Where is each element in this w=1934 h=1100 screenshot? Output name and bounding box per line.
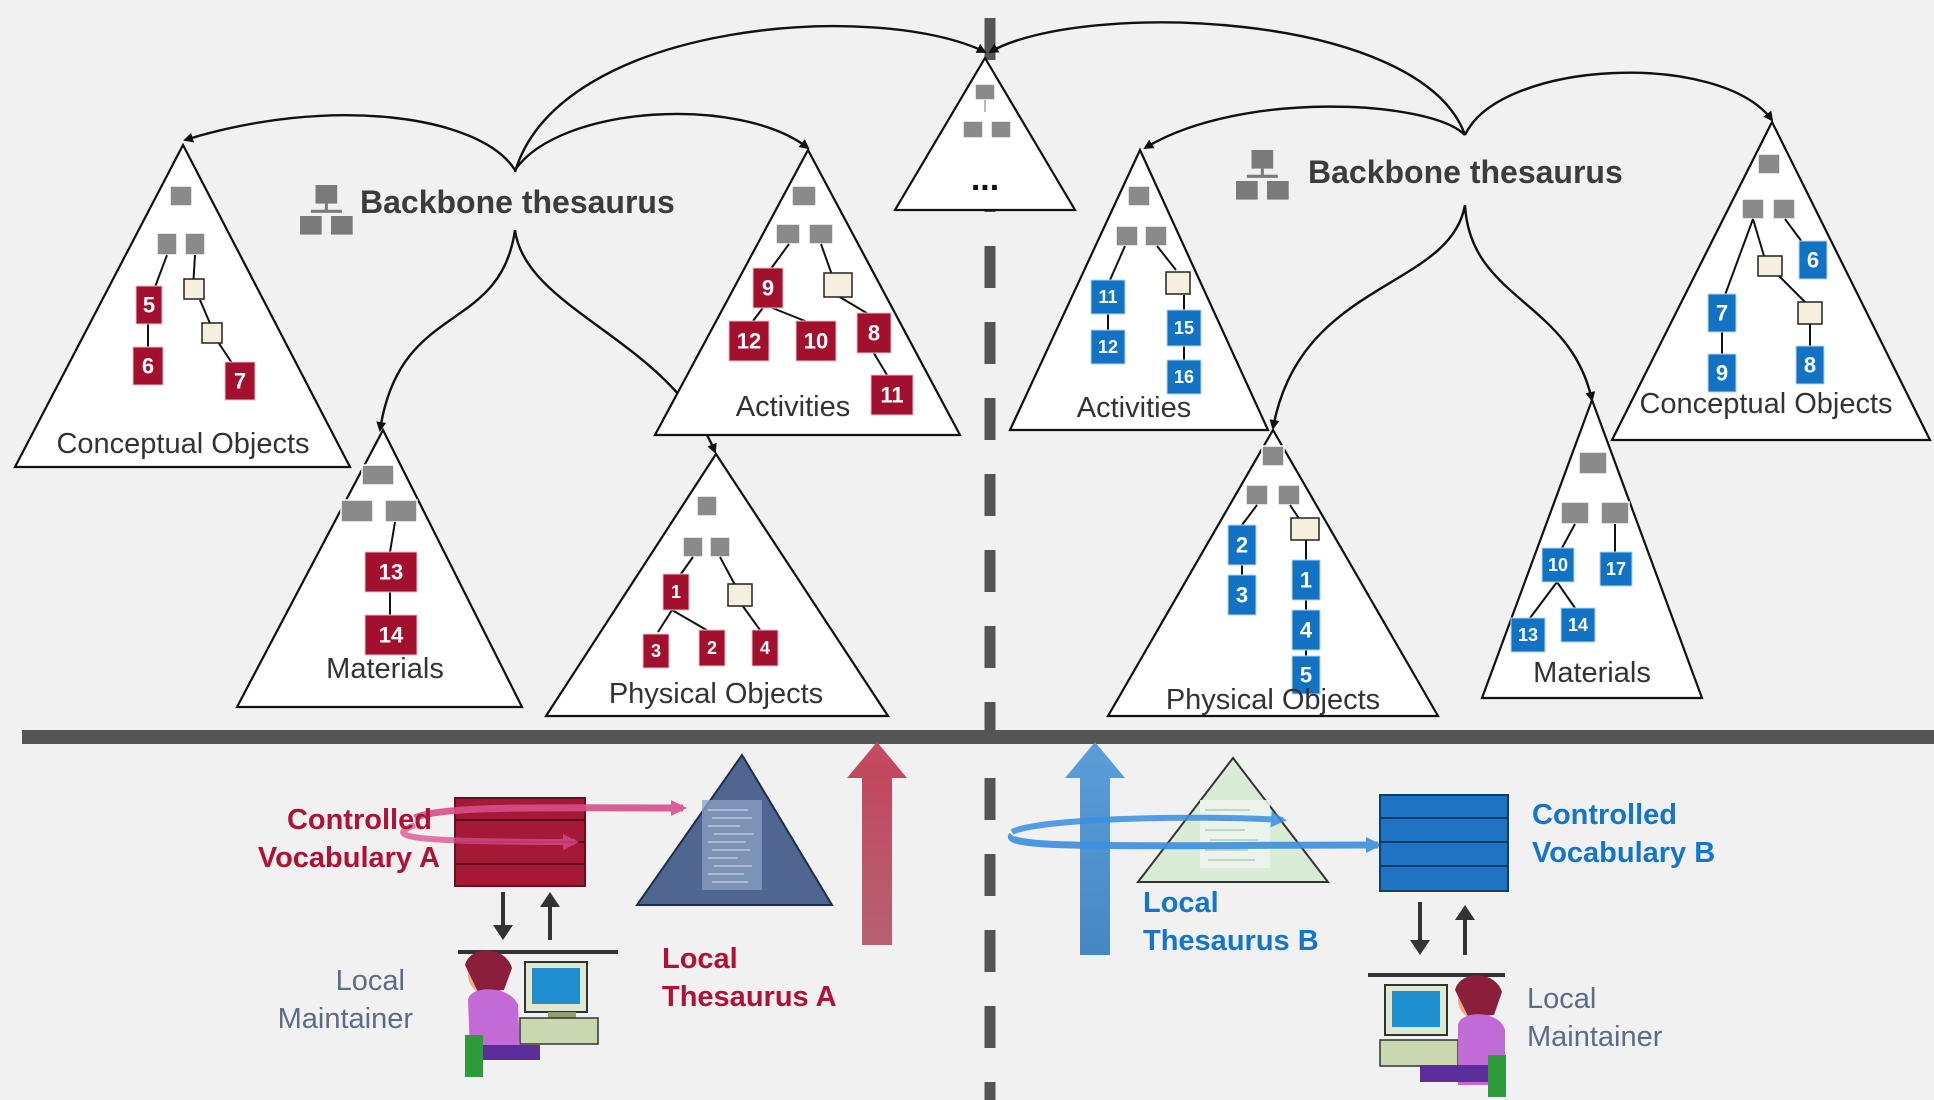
local-thesaurus-a-label: Local Thesaurus A: [662, 943, 837, 1013]
node-label: 7: [234, 369, 246, 394]
label-line-2: Vocabulary B: [1532, 837, 1715, 869]
left-conceptual-objects-triangle: 5 6 7 Conceptual Objects: [13, 142, 352, 469]
node-label: 1: [671, 582, 681, 602]
node-label: 10: [1548, 555, 1568, 575]
left-activities-triangle: 9 12 10 8 11 Activities: [653, 147, 962, 437]
computer-user-icon: [1379, 975, 1506, 1097]
pink-arrow: [400, 822, 579, 850]
controlled-vocabulary-b-box: [1379, 794, 1509, 892]
node-label: 13: [379, 560, 403, 585]
node-label: 12: [1098, 337, 1118, 357]
node-label: 2: [707, 638, 717, 658]
label-line-2: Thesaurus A: [662, 981, 837, 1013]
node-label: 12: [737, 329, 761, 354]
triangle-label: Activities: [1077, 392, 1191, 424]
local-thesaurus-b-text: Local: [1143, 887, 1219, 919]
left-backbone-title-group: Backbone thesaurus: [298, 183, 675, 237]
pink-arrow: [413, 799, 687, 822]
computer-user-icon: [465, 950, 599, 1077]
controlled-vocabulary-b-text: Controlled: [1532, 799, 1677, 831]
right-materials-triangle: 10 17 13 14 Materials: [1480, 396, 1704, 700]
node-label: 15: [1174, 318, 1194, 338]
right-activities-triangle: 11 12 15 16 Activities: [1008, 147, 1270, 432]
node-label: 11: [880, 383, 903, 408]
node-label: 4: [1300, 618, 1313, 643]
down-arrow-icon: [493, 892, 513, 940]
node-label: 3: [651, 641, 661, 661]
left-physical-objects-triangle: 1 3 2 4 Physical Objects: [543, 451, 891, 718]
label-line-2: Maintainer: [278, 1003, 414, 1035]
node-label: 4: [760, 638, 770, 658]
up-arrow-icon: [540, 892, 560, 940]
node-label: 5: [1300, 663, 1312, 688]
node-label: 10: [804, 329, 828, 354]
node-label: 11: [1098, 287, 1117, 307]
right-backbone-title: Backbone thesaurus: [1308, 154, 1623, 190]
triangle-label: Materials: [1533, 657, 1651, 689]
controlled-vocabulary-a-label: Controlled Vocabulary A: [258, 804, 440, 874]
node-label: 9: [762, 276, 774, 301]
triangle-label: Conceptual Objects: [56, 428, 309, 460]
node-label: 14: [379, 623, 404, 648]
up-arrow-icon: [1065, 742, 1125, 955]
node-label: 5: [143, 293, 155, 318]
node-label: 14: [1568, 615, 1588, 635]
node-label: 3: [1236, 583, 1248, 608]
triangle-label: Conceptual Objects: [1639, 388, 1892, 420]
node-label: 17: [1606, 559, 1626, 579]
local-thesaurus-b-label: Local Thesaurus B: [1143, 887, 1319, 957]
node-label: 9: [1716, 361, 1728, 386]
local-thesaurus-a-triangle: [635, 753, 834, 906]
node-label: 16: [1174, 367, 1194, 387]
local-thesaurus-a-text: Local: [662, 943, 738, 975]
node-label: 6: [142, 354, 154, 379]
hierarchy-icon: [1234, 148, 1291, 202]
controlled-vocabulary-a-text: Controlled: [287, 804, 432, 836]
up-arrow-icon: [1455, 905, 1475, 955]
label-line-2: Vocabulary A: [258, 842, 440, 874]
node-label: 1: [1300, 568, 1312, 593]
left-backbone-title: Backbone thesaurus: [360, 184, 675, 220]
center-backbone-triangle: ...: [893, 55, 1077, 212]
blue-arrow: [1010, 811, 1287, 835]
down-arrow-icon: [1410, 902, 1430, 955]
triangle-label: Materials: [326, 653, 444, 685]
triangle-label: Physical Objects: [1166, 684, 1380, 716]
node-label: 8: [1804, 353, 1816, 378]
node-label: 13: [1518, 625, 1538, 645]
node-label: 8: [868, 321, 880, 346]
local-maintainer-left: Local Maintainer: [278, 965, 414, 1035]
controlled-vocabulary-b-label: Controlled Vocabulary B: [1532, 799, 1715, 869]
node-label: 2: [1236, 533, 1248, 558]
triangle-label: Activities: [736, 391, 850, 423]
blue-arrow: [1007, 832, 1382, 854]
triangle-label: Physical Objects: [609, 678, 823, 710]
label-line-2: Thesaurus B: [1143, 925, 1319, 957]
left-materials-triangle: 13 14 Materials: [235, 427, 524, 709]
right-physical-objects-triangle: 2 3 1 4 5 Physical Objects: [1106, 427, 1440, 718]
local-maintainer-right: Local Maintainer: [1527, 983, 1663, 1053]
right-conceptual-objects-triangle: 6 7 9 8 Conceptual Objects: [1610, 119, 1932, 442]
backbone-links: [183, 21, 1774, 454]
local-maintainer-left-text: Local: [336, 965, 405, 997]
label-line-2: Maintainer: [1527, 1021, 1663, 1053]
center-ellipsis: ...: [971, 160, 999, 198]
up-arrow-icon: [847, 742, 907, 945]
local-maintainer-right-text: Local: [1527, 983, 1596, 1015]
node-label: 6: [1807, 248, 1819, 273]
right-backbone-title-group: Backbone thesaurus: [1234, 148, 1623, 202]
hierarchy-icon: [298, 183, 355, 237]
node-label: 7: [1716, 301, 1728, 326]
